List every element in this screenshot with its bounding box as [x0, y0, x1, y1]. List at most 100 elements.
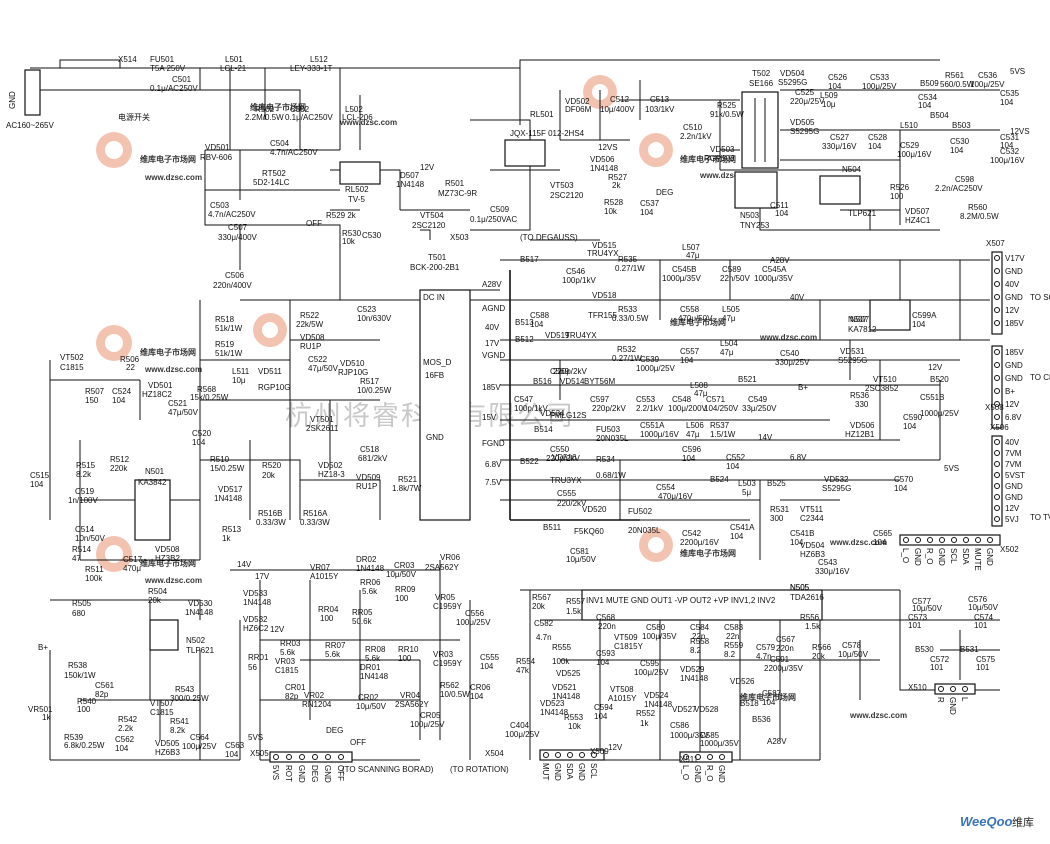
component-b520: B520: [930, 375, 949, 384]
component-c501: C501: [172, 75, 192, 84]
component-vr04-val: 2SA562Y: [395, 700, 429, 709]
component-vd508b-val: HZ3B2: [155, 554, 180, 563]
component-vd534-val: FMLG12S: [550, 411, 586, 420]
component-c530b: C530: [950, 137, 970, 146]
x505-pin-label-0: 5VS: [271, 765, 280, 780]
component-v40b: 40V: [790, 293, 805, 302]
x508-pin-label-0: 185V: [1005, 348, 1024, 357]
component-c593-val: 104: [596, 658, 610, 667]
component-vr04: VR04: [400, 691, 421, 700]
x507-pin-2: [994, 281, 1000, 287]
component-c532-val: 100μ/16V: [990, 156, 1025, 165]
component-c584: C584: [690, 623, 710, 632]
t501-agnd: AGND: [482, 304, 505, 313]
n501-value: KA3842: [138, 478, 167, 487]
component-l510: L510: [900, 121, 918, 130]
component-r532: R532: [617, 345, 637, 354]
component-l502-val: LCL-206: [342, 113, 373, 122]
component-c520: C520: [192, 429, 212, 438]
component-c555-val: 104: [480, 662, 494, 671]
component-vt508-val: A1015Y: [608, 694, 637, 703]
component-c576-val: 10μ/50V: [968, 603, 999, 612]
component-c577-val: 10μ/50V: [912, 604, 943, 613]
x507-pin-0: [994, 255, 1000, 261]
component-c527-val: 330μ/16V: [822, 142, 857, 151]
component-vt509: VT509: [614, 633, 638, 642]
component-c534: C534: [918, 93, 938, 102]
component-l501-val: LCL-21: [220, 64, 247, 73]
component-vd525: VD525: [556, 669, 581, 678]
component-vd520: VD520: [582, 505, 607, 514]
n505-pins: INV1 MUTE GND OUT1 -VP OUT2 +VP INV1,2 I…: [586, 596, 776, 605]
component-dr01-val: 1N4148: [360, 672, 389, 681]
component-r501-val: MZ73C-9R: [438, 189, 477, 198]
component-vr02: VR02: [304, 691, 325, 700]
component-r567-val: 20k: [532, 602, 546, 611]
component-l501: L501: [225, 55, 243, 64]
component-c590-val: 104: [903, 422, 917, 431]
component-c549-val: 33μ/250V: [742, 404, 777, 413]
component-v12vs2: 12VS: [1010, 127, 1030, 136]
component-r506-val: 22: [126, 363, 135, 372]
component-r554-val: 47k: [516, 666, 530, 675]
t501-fgnd: FGND: [482, 439, 505, 448]
x511-pin-0: [683, 754, 689, 760]
component-dr02: DR02: [356, 555, 377, 564]
component-c535-val: 104: [1000, 98, 1014, 107]
component-r537: R537: [710, 421, 730, 430]
component-rt502-val: 5D2-14LC: [253, 178, 290, 187]
component-c551a-val: 1000μ/16V: [640, 430, 680, 439]
component-v5vs: 5VS: [1010, 67, 1025, 76]
component-x505: X505: [250, 749, 269, 758]
connector-x514: GND AC160~265V X514 电源开关: [6, 55, 150, 130]
component-c567: C567: [776, 635, 796, 644]
component-x504: X504: [485, 749, 504, 758]
x511-pin-3: [719, 754, 725, 760]
component-c563: C563: [225, 741, 245, 750]
ic-n501: N501 KA3842: [134, 467, 171, 541]
component-rr08-val: 5.6k: [365, 654, 381, 663]
x502-pin-1: [915, 537, 921, 543]
component-c584-val: 22n: [692, 632, 705, 641]
x506-pin-label-1: 7VM: [1005, 449, 1022, 458]
x510-pin-label-0: R: [936, 697, 945, 703]
component-c515-val: 104: [30, 480, 44, 489]
component-c547: C547: [514, 395, 534, 404]
x508-pin-5: [994, 414, 1000, 420]
component-c587-val: 104: [762, 698, 776, 707]
component-c575-val: 101: [976, 663, 990, 672]
t502-value: SE166: [749, 79, 774, 88]
x506-pin-5: [994, 494, 1000, 500]
component-rr03-val: 5.6k: [280, 648, 296, 657]
component-c543-val: 330μ/16V: [815, 567, 850, 576]
component-c515: C515: [30, 471, 50, 480]
component-c596-val: 104: [682, 454, 696, 463]
component-c565-val: 104: [873, 538, 887, 547]
component-c595: C595: [640, 659, 660, 668]
x505-pin-label-5: OFF: [336, 765, 345, 781]
component-vt508: VT508: [610, 685, 634, 694]
component-r513-val: 1k: [222, 534, 231, 543]
component-cr02: CR02: [358, 693, 379, 702]
component-c586: C586: [670, 721, 690, 730]
x507-pin-label-1: GND: [1005, 267, 1023, 276]
component-c586-val: 1000μ/35V: [670, 731, 710, 740]
component-vr03: VR03: [275, 657, 296, 666]
watermark-cn-5: 维库电子市场网: [680, 154, 736, 164]
component-c503: C503: [210, 201, 230, 210]
component-r528: R528: [604, 198, 624, 207]
component-vd505b-val: HZ6B3: [155, 748, 180, 757]
component-vr07: VR07: [310, 563, 331, 572]
component-l505-val: 47μ: [722, 314, 736, 323]
component-c581: C581: [570, 547, 590, 556]
x507-pin-5: [994, 320, 1000, 326]
component-vd504: VD504: [780, 69, 805, 78]
component-vd530-val: 1N4148: [185, 608, 214, 617]
component-vd518-val: TFR155: [588, 311, 617, 320]
component-r542: R542: [118, 715, 138, 724]
component-l511: L511: [232, 367, 250, 376]
component-r539-val: 6.8k/0.25W: [64, 741, 105, 750]
x514-label: X514: [118, 55, 137, 64]
x502-pin-label-2: R_O: [925, 548, 934, 564]
component-c585-val: 1000μ/35V: [700, 739, 740, 748]
